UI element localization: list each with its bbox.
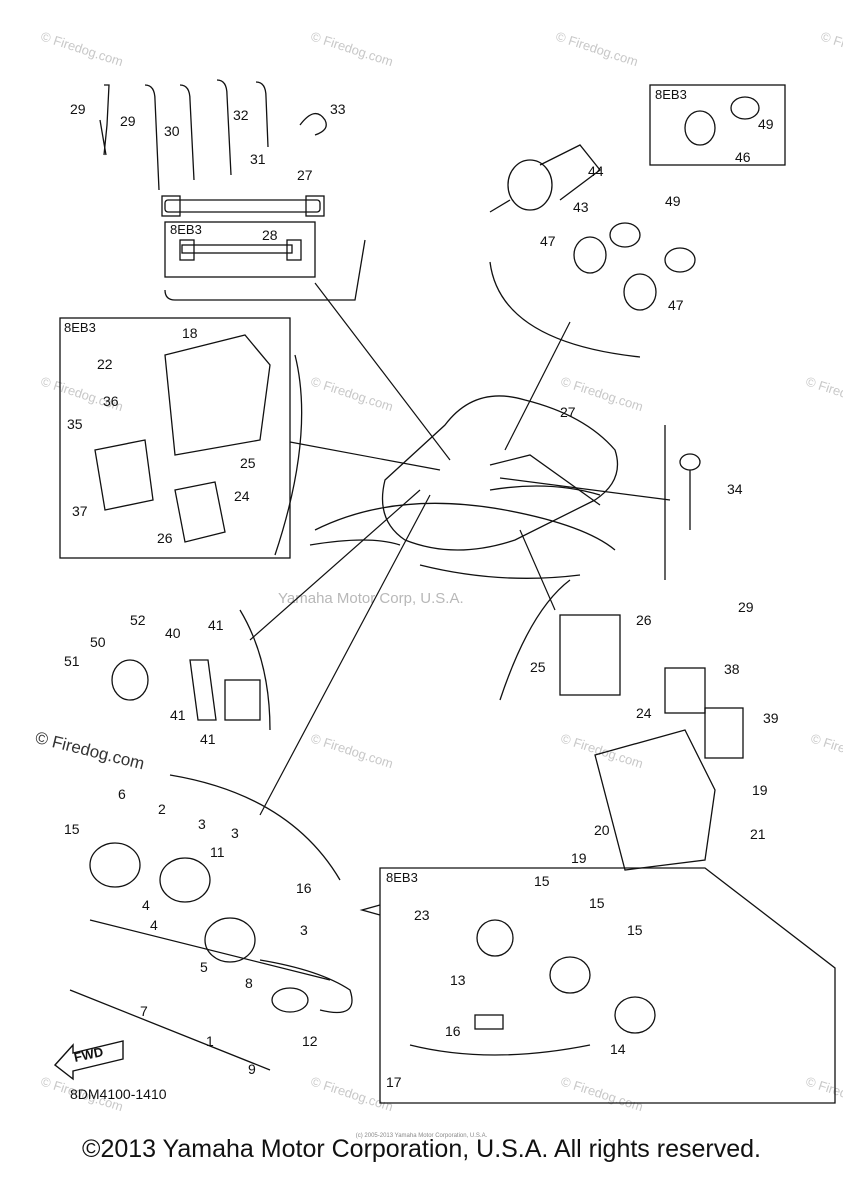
part-label: 15 <box>589 895 605 911</box>
svg-text:© Firedog.com: © Firedog.com <box>554 29 640 70</box>
svg-text:© Firedog.com: © Firedog.com <box>309 29 395 70</box>
part-label: 46 <box>735 149 751 165</box>
svg-text:© Firedog.com: © Firedog.com <box>559 1074 645 1115</box>
group-right-middle <box>499 425 744 871</box>
group-top-left <box>99 79 366 301</box>
part-label: 29 <box>70 101 86 117</box>
part-label: 24 <box>636 705 652 721</box>
svg-text:© Firedog.com: © Firedog.com <box>39 29 125 70</box>
group-ignition-coils <box>69 774 353 1071</box>
part-label: 14 <box>610 1041 626 1057</box>
part-label: 31 <box>250 151 266 167</box>
part-label: 29 <box>120 113 136 129</box>
group-top-right <box>489 84 786 358</box>
svg-text:© Firedog.com: © Firedog.com <box>804 1074 843 1115</box>
part-label: 36 <box>103 393 119 409</box>
part-label: 23 <box>414 907 430 923</box>
svg-text:© Firedog.com: © Firedog.com <box>809 731 843 772</box>
part-label: 20 <box>594 822 610 838</box>
part-label: 40 <box>165 625 181 641</box>
part-label: 15 <box>627 922 643 938</box>
part-label: 1 <box>206 1033 214 1049</box>
part-label: 15 <box>534 873 550 889</box>
connectors <box>249 282 671 816</box>
part-label: 35 <box>67 416 83 432</box>
part-label: 7 <box>140 1003 148 1019</box>
group-8eb3-lower-right <box>359 867 836 1104</box>
variant-box-label: 8EB3 <box>64 320 96 335</box>
part-label: 49 <box>758 116 774 132</box>
group-left-lower <box>111 609 271 731</box>
fwd-label: FWD <box>73 1044 105 1065</box>
svg-text:© Firedog.com: © Firedog.com <box>804 374 843 415</box>
part-label: 39 <box>763 710 779 726</box>
part-label: 26 <box>636 612 652 628</box>
part-label: 11 <box>210 844 225 860</box>
part-label: 27 <box>560 404 576 420</box>
part-label: 12 <box>302 1033 318 1049</box>
part-label: 18 <box>182 325 198 341</box>
variant-box-label: 8EB3 <box>170 222 202 237</box>
part-label: 47 <box>540 233 556 249</box>
part-label: 41 <box>200 731 216 747</box>
part-label: 33 <box>330 101 346 117</box>
part-label: 16 <box>445 1023 461 1039</box>
svg-text:© Firedog.com: © Firedog.com <box>309 731 395 772</box>
part-label: 9 <box>248 1061 256 1077</box>
part-label: 41 <box>170 707 186 723</box>
part-label: 15 <box>64 821 80 837</box>
part-label: 38 <box>724 661 740 677</box>
variant-box-label: 8EB3 <box>386 870 418 885</box>
group-left-middle <box>59 317 303 559</box>
part-label: 30 <box>164 123 180 139</box>
part-labels: 29 29 30 32 31 33 27 8EB3 28 8EB3 49 46 … <box>64 87 779 1090</box>
watermark-layer: © Firedog.com © Firedog.com © Firedog.co… <box>39 29 843 1115</box>
part-label: 50 <box>90 634 106 650</box>
part-label: 49 <box>665 193 681 209</box>
part-label: 16 <box>296 880 312 896</box>
fwd-arrow: FWD <box>53 1040 124 1081</box>
part-label: 25 <box>530 659 546 675</box>
part-label: 32 <box>233 107 249 123</box>
part-label: 17 <box>386 1074 402 1090</box>
part-label: 3 <box>231 825 239 841</box>
part-label: 27 <box>297 167 313 183</box>
part-label: 13 <box>450 972 466 988</box>
part-label: 5 <box>200 959 208 975</box>
part-label: 52 <box>130 612 146 628</box>
part-label: 34 <box>727 481 743 497</box>
part-label: 26 <box>157 530 173 546</box>
small-copyright: (c) 2005-2013 Yamaha Motor Corporation, … <box>355 1133 488 1139</box>
svg-text:© Firedog.com: © Firedog.com <box>559 731 645 772</box>
part-label: 47 <box>668 297 684 313</box>
part-label: 2 <box>158 801 166 817</box>
part-label: 3 <box>300 922 308 938</box>
part-label: 21 <box>750 826 766 842</box>
part-label: 4 <box>142 897 150 913</box>
svg-text:Yamaha Motor Corp, U.S.A.: Yamaha Motor Corp, U.S.A. <box>278 590 464 607</box>
part-label: 41 <box>208 617 224 633</box>
part-label: 25 <box>240 455 256 471</box>
part-label: 8 <box>245 975 253 991</box>
part-label: 22 <box>97 356 113 372</box>
part-label: 19 <box>752 782 768 798</box>
part-label: 3 <box>198 816 206 832</box>
part-label: 37 <box>72 503 88 519</box>
svg-text:© Firedog.com: © Firedog.com <box>309 1074 395 1115</box>
part-label: 43 <box>573 199 589 215</box>
variant-box-label: 8EB3 <box>655 87 687 102</box>
part-label: 6 <box>118 786 126 802</box>
part-label: 24 <box>234 488 250 504</box>
part-label: 28 <box>262 227 278 243</box>
drawing-number: 8DM4100-1410 <box>70 1086 167 1102</box>
copyright-footer: ©2013 Yamaha Motor Corporation, U.S.A. A… <box>82 1135 761 1163</box>
part-label: 51 <box>64 653 80 669</box>
svg-text:© Firedog.com: © Firedog.com <box>819 29 843 70</box>
part-label: 44 <box>588 163 604 179</box>
part-label: 4 <box>150 917 158 933</box>
part-label: 19 <box>571 850 587 866</box>
svg-text:© Firedog.com: © Firedog.com <box>309 374 395 415</box>
part-label: 29 <box>738 599 754 615</box>
